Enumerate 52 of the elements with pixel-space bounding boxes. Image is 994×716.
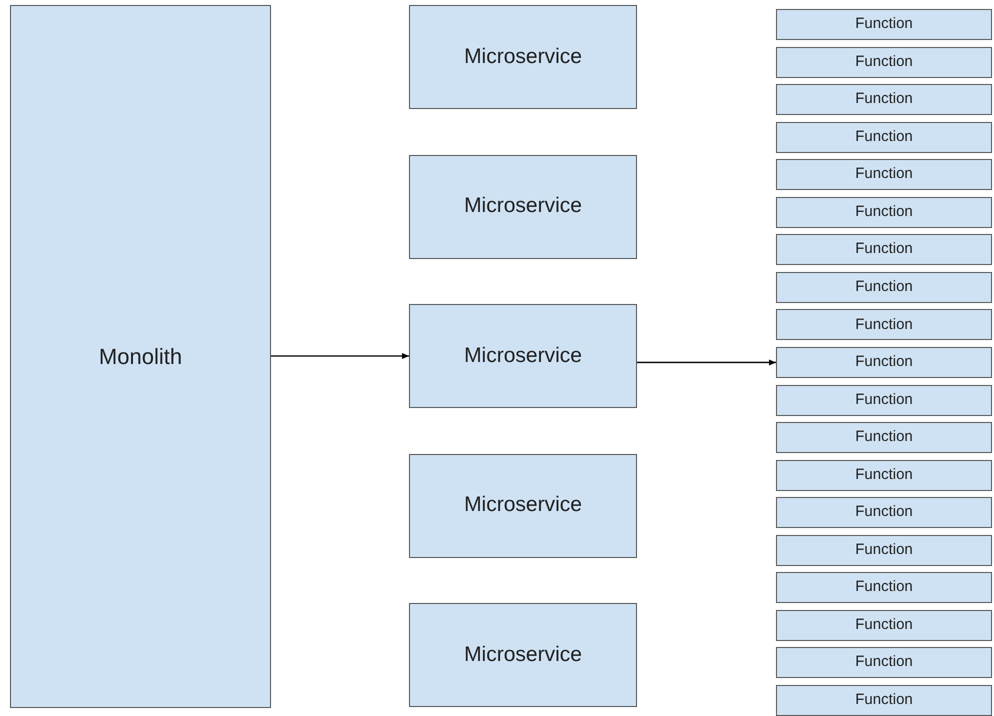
node-label: Microservice: [464, 642, 582, 668]
process-box: [776, 346, 992, 378]
process-box: [776, 497, 992, 528]
node-label: Microservice: [464, 492, 582, 518]
process-box: [776, 272, 992, 303]
process-box: [776, 422, 992, 454]
node-label: Function: [855, 616, 913, 635]
node-label: Function: [855, 316, 913, 334]
process-box: [776, 196, 992, 228]
process-box: [776, 534, 992, 566]
process-box: [776, 309, 992, 340]
process-box: [776, 460, 992, 491]
process-box: [776, 610, 992, 641]
process-box: [776, 234, 992, 266]
node-label: Function: [855, 353, 913, 372]
node-label: Function: [855, 278, 913, 297]
node-label: Microservice: [464, 44, 582, 70]
process-box: [776, 46, 992, 78]
node-label: Function: [855, 503, 913, 522]
process-box: [10, 5, 271, 708]
node-label: Function: [855, 202, 913, 222]
node-label: Function: [855, 15, 913, 34]
node-label: Function: [855, 540, 913, 560]
arrow: [271, 353, 409, 359]
node-label: Microservice: [464, 342, 582, 369]
process-box: [409, 5, 637, 109]
process-box: [409, 304, 637, 408]
process-box: [776, 384, 992, 416]
node-label: Function: [855, 691, 913, 710]
node-label: Function: [855, 390, 913, 410]
node-label: Monolith: [98, 342, 182, 370]
process-box: [409, 603, 637, 707]
node-label: Function: [855, 428, 913, 447]
process-box: [776, 122, 992, 153]
node-label: Function: [855, 90, 913, 109]
node-label: Microservice: [464, 193, 582, 220]
process-box: [776, 647, 992, 678]
arrow: [637, 359, 776, 366]
process-box: [409, 454, 637, 558]
node-label: Function: [855, 653, 913, 672]
node-label: Function: [855, 165, 913, 184]
node-label: Function: [855, 466, 913, 484]
process-box: [776, 159, 992, 190]
node-label: Function: [855, 578, 913, 598]
process-box: [776, 684, 992, 716]
process-box: [776, 84, 992, 116]
process-box: [409, 154, 637, 258]
node-label: Function: [855, 128, 913, 147]
node-label: Function: [855, 52, 913, 72]
node-label: Function: [855, 240, 913, 260]
process-box: [776, 572, 992, 604]
process-box: [776, 9, 992, 40]
